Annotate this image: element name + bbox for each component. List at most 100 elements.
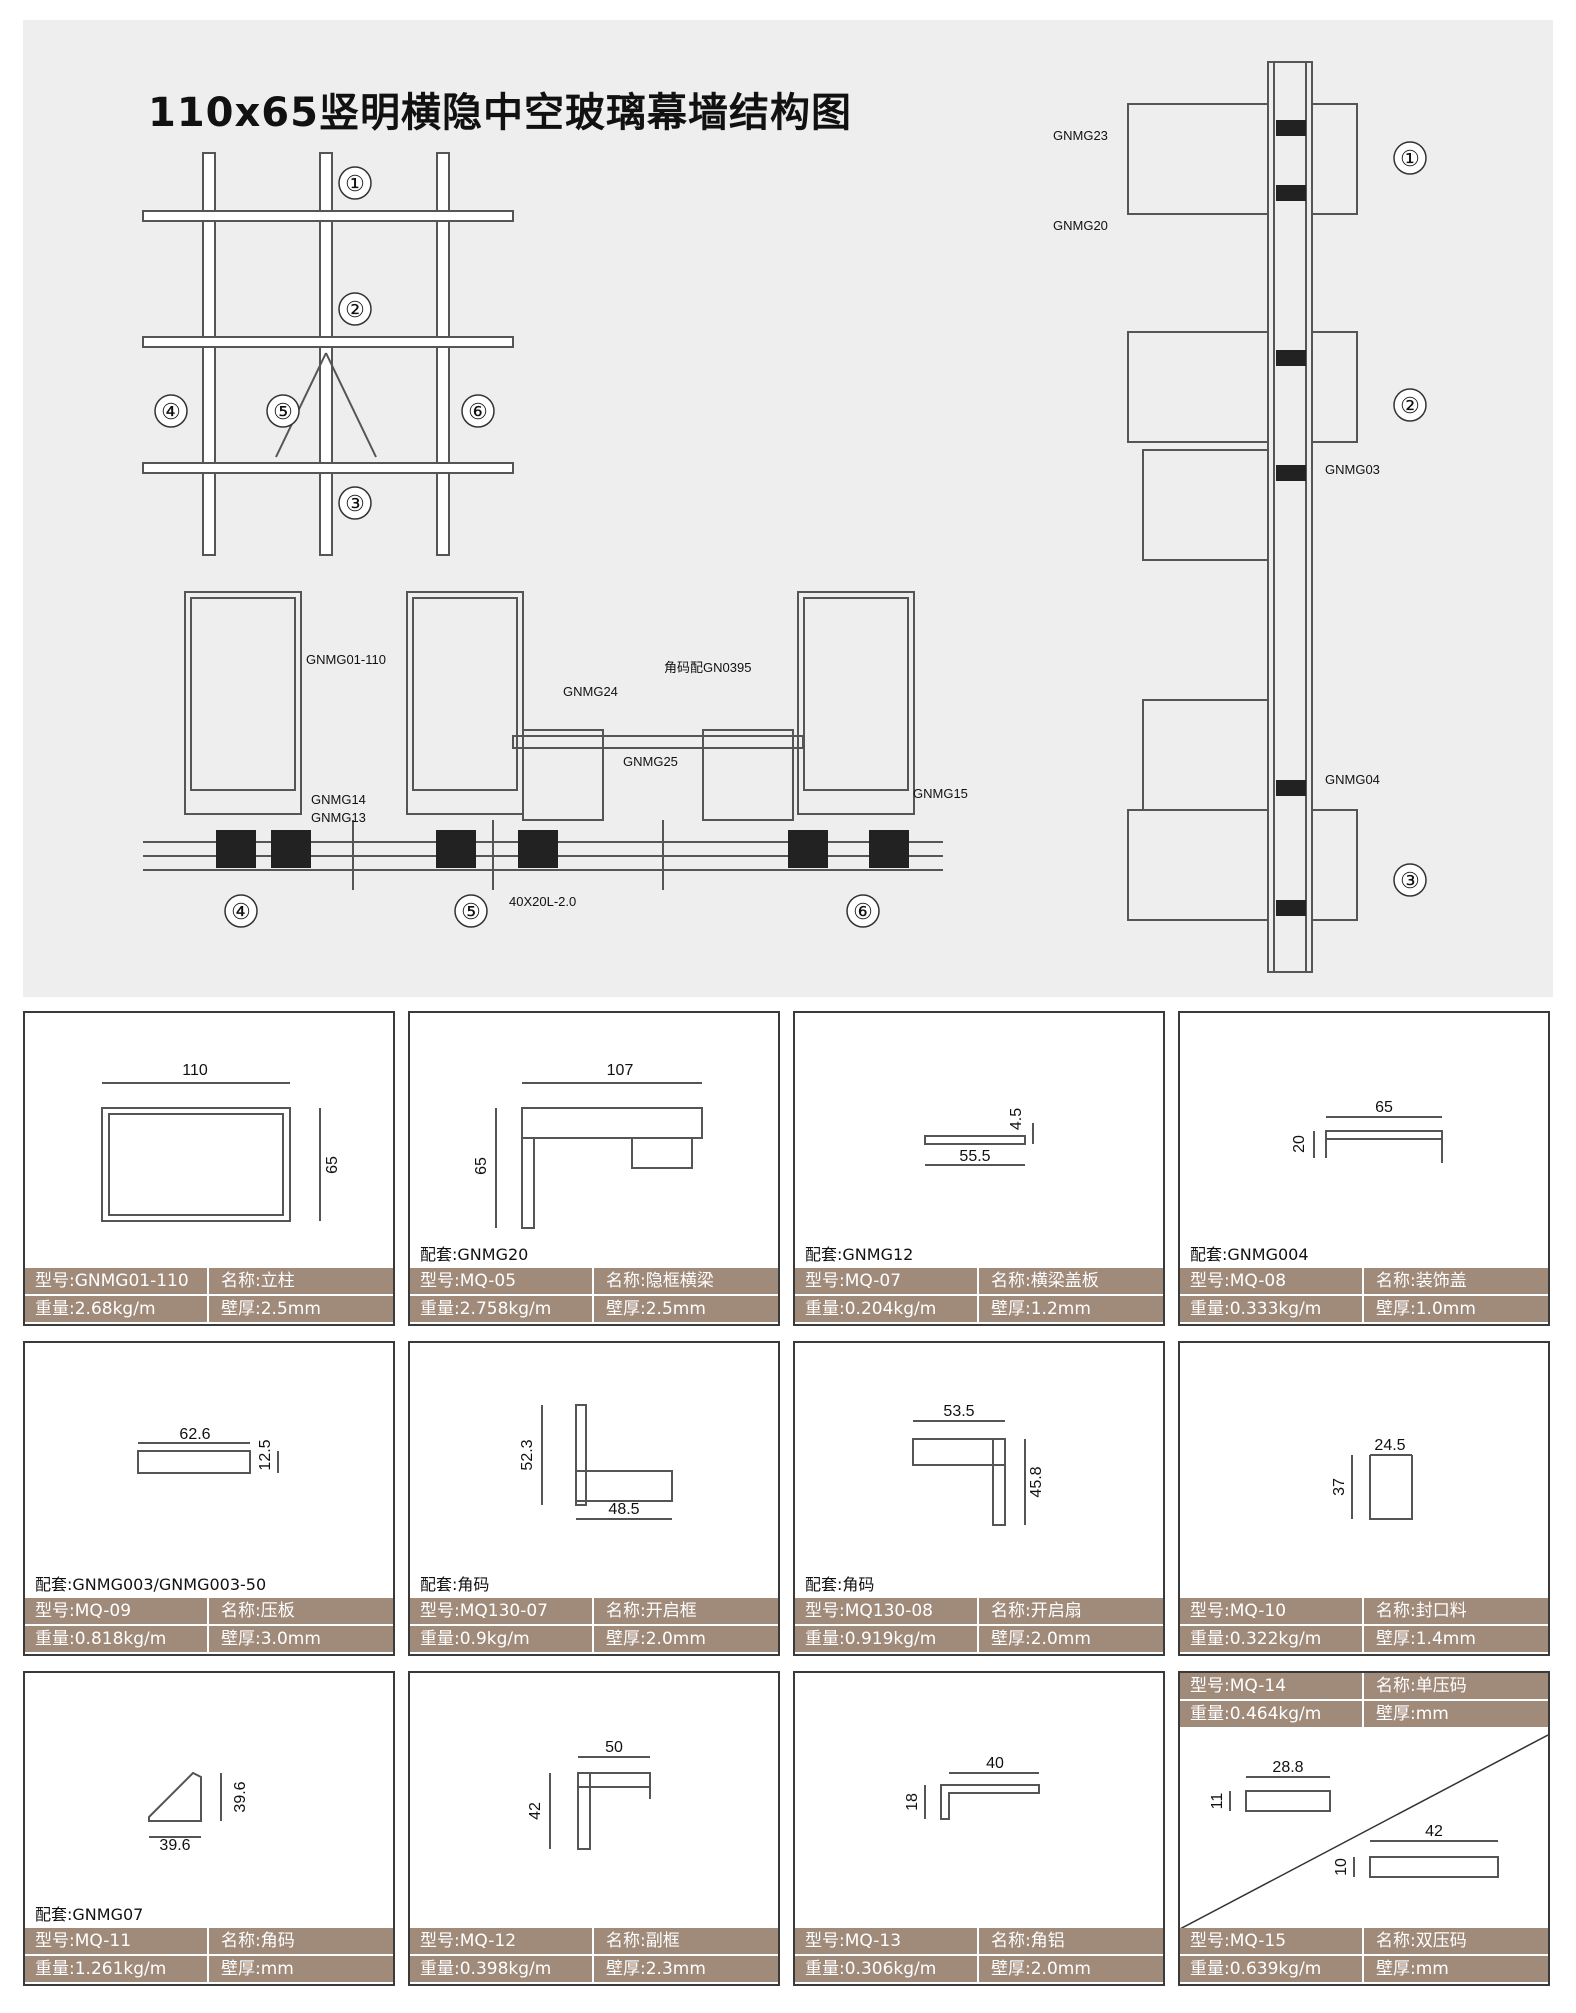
weight: 重量:0.919kg/m (805, 1629, 937, 1649)
section-marker-5: ⑤ (461, 899, 481, 924)
profile-drawing: 24.5 37 (1331, 1437, 1413, 1520)
model: 型号:MQ-11 (35, 1931, 132, 1951)
dim-width-mq-14: 28.8 (1272, 1759, 1303, 1776)
wall-thickness: 壁厚:2.5mm (606, 1299, 706, 1319)
dim-width: 39.6 (159, 1837, 190, 1854)
grid-marker-6: ⑥ (468, 399, 488, 424)
weight: 重量:0.306kg/m (805, 1959, 937, 1979)
part-name: 名称:双压码 (1376, 1931, 1467, 1951)
label-corner-bracket: 角码配GN0395 (664, 660, 751, 675)
dim-height: 45.8 (1028, 1466, 1045, 1497)
dim-height: 42 (527, 1802, 544, 1820)
dim-width: 40 (986, 1755, 1004, 1772)
dim-width: 110 (182, 1062, 208, 1079)
dim-height: 37 (1331, 1478, 1348, 1496)
structure-drawing: ① ② ③ ④ ⑤ ⑥ ④ ⑤ ⑥ ① ② ③ GNMG01-110 GNMG1… (142, 61, 1427, 973)
product-card-mq-12: 50 42 型号:MQ-12 名称:副框 重量:0.398kg/m 壁厚:2.3mm (408, 1671, 780, 1986)
part-name: 名称:隐框横梁 (606, 1271, 714, 1291)
wall-thickness: 壁厚:2.0mm (606, 1629, 706, 1649)
weight: 重量:0.322kg/m (1190, 1629, 1322, 1649)
section-marker-6: ⑥ (853, 899, 873, 924)
part-name: 名称:开启框 (606, 1601, 697, 1621)
grid-elevation (142, 152, 514, 556)
dim-width: 48.5 (608, 1501, 639, 1518)
part-name: 名称:装饰盖 (1376, 1271, 1467, 1291)
dim-height: 65 (324, 1156, 341, 1174)
model: 型号:MQ130-07 (420, 1601, 548, 1621)
profile-drawing: 107 65 (473, 1062, 703, 1229)
dim-height: 4.5 (1008, 1108, 1025, 1130)
accessory-note: 配套:角码 (805, 1575, 875, 1594)
model: 型号:MQ-09 (35, 1601, 132, 1621)
model: 型号:MQ-05 (420, 1271, 517, 1291)
model: 型号:MQ-15 (1190, 1931, 1287, 1951)
wall-thickness: 壁厚:3.0mm (221, 1629, 321, 1649)
label-gnmg24: GNMG24 (563, 684, 618, 699)
product-card-mq-09: 62.6 12.5 配套:GNMG003/GNMG003-50 型号:MQ-09… (23, 1341, 395, 1656)
profile-drawing: 28.8 11 42 10 (1180, 1734, 1548, 1930)
label-tube: 40X20L-2.0 (509, 894, 576, 909)
weight: 重量:0.464kg/m (1190, 1704, 1322, 1724)
profile-drawing: 40 18 (904, 1755, 1040, 1820)
grid-marker-2: ② (345, 297, 365, 322)
vsection-marker-1: ① (1400, 146, 1420, 171)
profile-drawing: 50 42 (527, 1739, 651, 1850)
part-name: 名称:压板 (221, 1601, 295, 1621)
dim-width: 24.5 (1374, 1437, 1405, 1454)
model: 型号:MQ-12 (420, 1931, 517, 1951)
horizontal-section (143, 591, 943, 890)
dim-width: 65 (1375, 1099, 1393, 1116)
dim-height: 18 (904, 1793, 921, 1811)
wall-thickness: 壁厚:mm (1376, 1704, 1449, 1724)
weight: 重量:0.398kg/m (420, 1959, 552, 1979)
wall-thickness: 壁厚:1.0mm (1376, 1299, 1476, 1319)
structure-diagram-panel: 110x65竖明横隐中空玻璃幕墙结构图 (23, 20, 1553, 997)
weight: 重量:1.261kg/m (35, 1959, 167, 1979)
model: 型号:MQ-07 (805, 1271, 902, 1291)
profile-drawing: 65 20 (1291, 1099, 1443, 1163)
dim-height: 65 (473, 1157, 490, 1175)
part-name: 名称:封口料 (1376, 1601, 1467, 1621)
profile-drawing: 55.5 4.5 (924, 1108, 1034, 1166)
dim-height: 52.3 (519, 1439, 536, 1470)
grid-marker-5: ⑤ (273, 399, 293, 424)
spec-table: 型号:MQ-09 名称:压板 重量:0.818kg/m 壁厚:3.0mm (25, 1598, 393, 1654)
dim-width-mq-15: 42 (1425, 1823, 1443, 1840)
weight: 重量:0.9kg/m (420, 1629, 530, 1649)
label-gnmg13: GNMG13 (311, 810, 366, 825)
accessory-note: 配套:GNMG07 (35, 1905, 144, 1924)
dim-width: 50 (605, 1739, 623, 1756)
model: 型号:GNMG01-110 (35, 1271, 189, 1291)
dim-height: 39.6 (232, 1781, 249, 1812)
label-gnmg23: GNMG23 (1053, 128, 1108, 143)
grid-marker-4: ④ (161, 399, 181, 424)
dim-width: 62.6 (179, 1426, 210, 1443)
part-name: 名称:角码 (221, 1931, 295, 1951)
dim-height: 12.5 (257, 1439, 274, 1470)
dim-width: 107 (607, 1062, 634, 1079)
label-gnmg04: GNMG04 (1325, 772, 1380, 787)
part-name: 名称:副框 (606, 1931, 680, 1951)
wall-thickness: 壁厚:1.2mm (991, 1299, 1091, 1319)
label-gnmg15: GNMG15 (913, 786, 968, 801)
weight: 重量:0.818kg/m (35, 1629, 167, 1649)
wall-thickness: 壁厚:1.4mm (1376, 1629, 1476, 1649)
weight: 重量:0.333kg/m (1190, 1299, 1322, 1319)
wall-thickness: 壁厚:2.3mm (606, 1959, 706, 1979)
vsection-marker-3: ③ (1400, 868, 1420, 893)
